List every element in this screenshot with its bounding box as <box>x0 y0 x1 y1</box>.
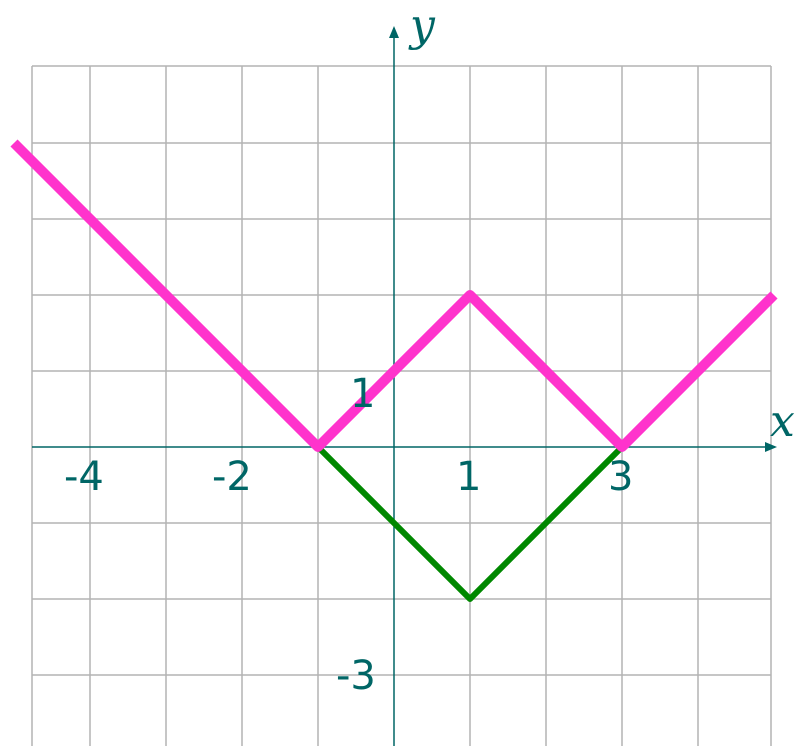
series <box>10 139 778 602</box>
x-tick-label: 1 <box>456 454 481 500</box>
y-tick-label: 1 <box>350 371 375 417</box>
x-tick-label: -2 <box>212 454 252 500</box>
x-axis-label: x <box>770 396 795 447</box>
x-tick-label: 3 <box>608 454 633 500</box>
series-line-1 <box>10 139 778 452</box>
grid <box>31 65 772 746</box>
y-axis-label: y <box>408 0 436 51</box>
series-line-0 <box>315 444 625 602</box>
y-tick-label: -3 <box>336 653 376 699</box>
axes: x y <box>32 0 795 746</box>
x-tick-label: -4 <box>64 454 104 500</box>
tick-labels: -4 -2 1 3 1 -3 <box>64 371 633 699</box>
